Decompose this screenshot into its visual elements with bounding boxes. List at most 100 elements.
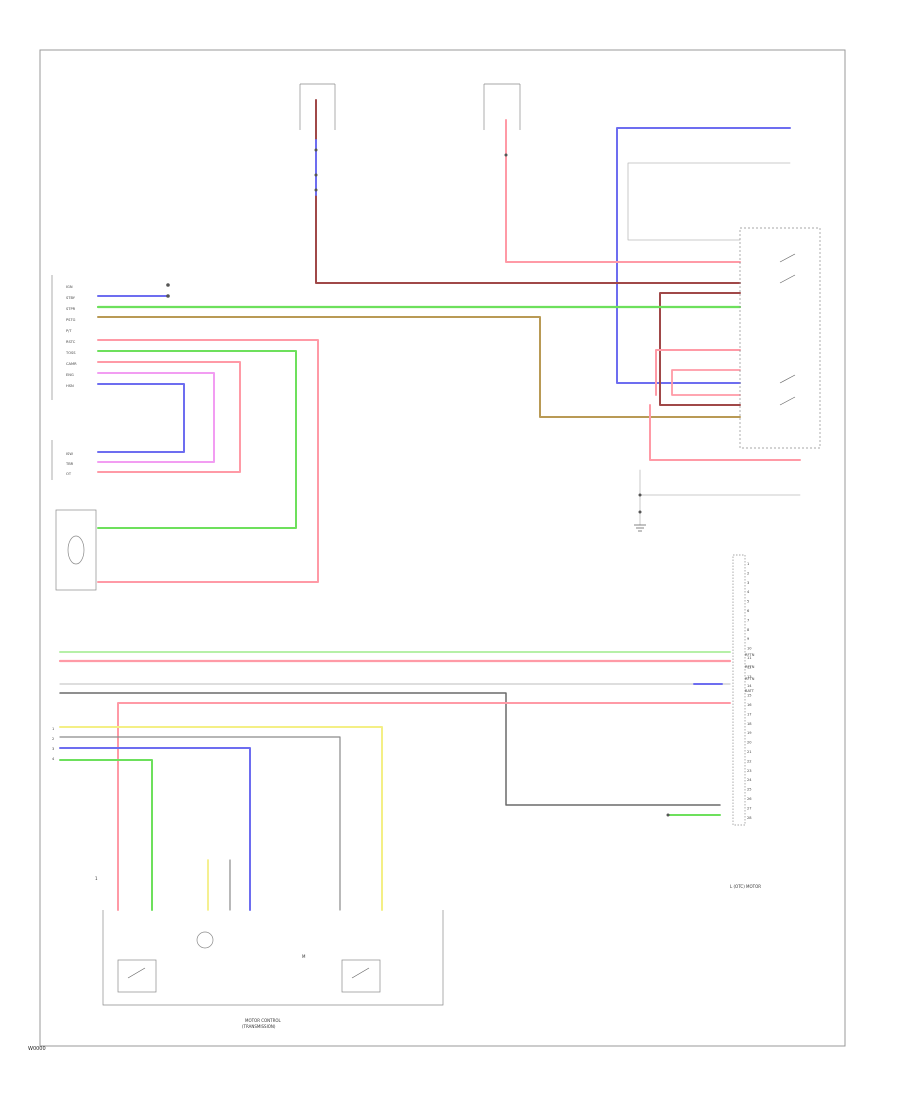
- ground-symbol: [634, 524, 646, 532]
- wire-gray-dark: [59, 692, 721, 806]
- connector-pin-number: 26: [747, 797, 752, 801]
- left-terminal-label: STBY: [66, 296, 76, 300]
- connector-pin-number: 14: [747, 684, 752, 688]
- motor-switch-left: [127, 967, 146, 979]
- connector-column: [732, 554, 746, 826]
- wire-red-inner: [97, 361, 241, 473]
- dot: [666, 813, 670, 817]
- wire-gray-ground: [639, 469, 801, 526]
- caption-right: L (OTC) MOTOR: [730, 884, 761, 889]
- right-label-group: RFTN RFTN RFTN BATT: [745, 653, 755, 693]
- left-terminal-label: IGN: [66, 285, 73, 289]
- bottom-pin-number: 3: [52, 747, 54, 751]
- wire-gray-thin-top: [627, 162, 791, 241]
- motor-box: [102, 910, 444, 1006]
- connector-pin-number: 15: [747, 694, 752, 698]
- right-terminal-label: RFTN: [745, 653, 755, 657]
- wire-red-top-fuse: [505, 119, 741, 263]
- fuse-block-mid: [483, 83, 521, 130]
- relay-switch-2: [779, 274, 796, 284]
- motor-switch-right: [351, 967, 370, 979]
- right-terminal-label: BATT: [745, 689, 755, 693]
- switch-box-left: [117, 959, 157, 993]
- connector-pin-number: 8: [747, 628, 750, 632]
- left-terminal-label: TOSS: [65, 351, 76, 355]
- connector-pin-number: 2: [747, 571, 749, 575]
- bottom-left-mark: 1: [95, 876, 98, 881]
- left-terminal-label: HSN: [66, 384, 74, 388]
- wire-green-loop: [97, 350, 297, 529]
- connector-pin-number: 4: [747, 590, 750, 594]
- connector-pin-number: 24: [747, 778, 752, 782]
- relay-switch-4: [779, 396, 796, 406]
- bottom-pin-number: 4: [52, 757, 55, 761]
- left-terminal-label: P/T: [66, 329, 72, 333]
- wire-red-loop: [97, 339, 319, 583]
- outer-border: [39, 49, 846, 1047]
- connector-pin-number: 25: [747, 788, 752, 792]
- left-terminal-label: STPR: [66, 307, 76, 311]
- relay-switch-1: [779, 253, 796, 263]
- connector-pin-number: 23: [747, 769, 752, 773]
- connector-pin-number: 18: [747, 722, 752, 726]
- wire-red-relay-2: [671, 369, 741, 396]
- connector-pin-number: 20: [747, 741, 752, 745]
- sensor-box: [55, 509, 97, 591]
- motor-symbol: [196, 931, 214, 949]
- wire-tan: [97, 316, 741, 418]
- relay-switch-3: [779, 374, 796, 384]
- dot: [166, 283, 170, 287]
- diagram-id-code: W0000: [28, 1046, 46, 1052]
- connector-pin-number: 3: [747, 581, 749, 585]
- connector-pin-number: 28: [747, 816, 752, 820]
- connector-pin-number: 7: [747, 618, 749, 622]
- connector-pin-number: 9: [747, 637, 750, 641]
- connector-pin-number: 16: [747, 703, 752, 707]
- connector-pin-number: 21: [747, 750, 752, 754]
- wire-group: [58, 99, 801, 911]
- connector-pin-number: 22: [747, 759, 752, 763]
- component-group: [51, 83, 821, 1006]
- caption-bottom: MOTOR CONTROL: [245, 1018, 282, 1023]
- connector-pin-number: 6: [747, 609, 750, 613]
- dot: [314, 173, 318, 177]
- relay-box-right: [739, 227, 821, 449]
- dot: [638, 510, 642, 514]
- dot: [314, 148, 318, 152]
- connector-pin-number: 5: [747, 600, 749, 604]
- connector-pin-number: 19: [747, 731, 752, 735]
- left-terminal-label: CAMR: [66, 362, 77, 366]
- left-terminal-label-lower: TBR: [65, 462, 74, 466]
- connector-pin-number: 17: [747, 712, 752, 716]
- fuse-block-left: [299, 83, 336, 130]
- connector-pin-number: 11: [747, 656, 752, 660]
- connector-pin-number: 1: [747, 562, 749, 566]
- sensor-coil: [67, 535, 85, 565]
- left-terminal-label: ENG: [66, 373, 74, 377]
- relay-switches: [127, 253, 796, 979]
- connector-pin-number: 12: [747, 665, 752, 669]
- left-terminal-label-lower: OT: [66, 472, 72, 476]
- dot: [166, 294, 170, 298]
- bottom-pin-number: 1: [52, 727, 54, 731]
- connector-pin-number: 13: [747, 675, 752, 679]
- wire-blue-motor: [59, 747, 251, 911]
- switch-box-right: [341, 959, 381, 993]
- right-pin-group: 1234567891011121314151617181920212223242…: [747, 562, 752, 820]
- wire-red-relay-3: [649, 404, 801, 461]
- dot: [638, 493, 642, 497]
- connector-dots: [166, 148, 670, 817]
- right-terminal-label: RFTN: [745, 665, 755, 669]
- wire-magenta-inner: [97, 372, 215, 463]
- wire-blue-inner: [97, 383, 185, 453]
- dot: [504, 153, 508, 157]
- wire-blue-top: [616, 127, 791, 384]
- right-terminal-label: RFTN: [745, 677, 755, 681]
- connector-pin-number: 10: [747, 647, 752, 651]
- wire-yellow-motor: [59, 726, 383, 911]
- dot: [314, 188, 318, 192]
